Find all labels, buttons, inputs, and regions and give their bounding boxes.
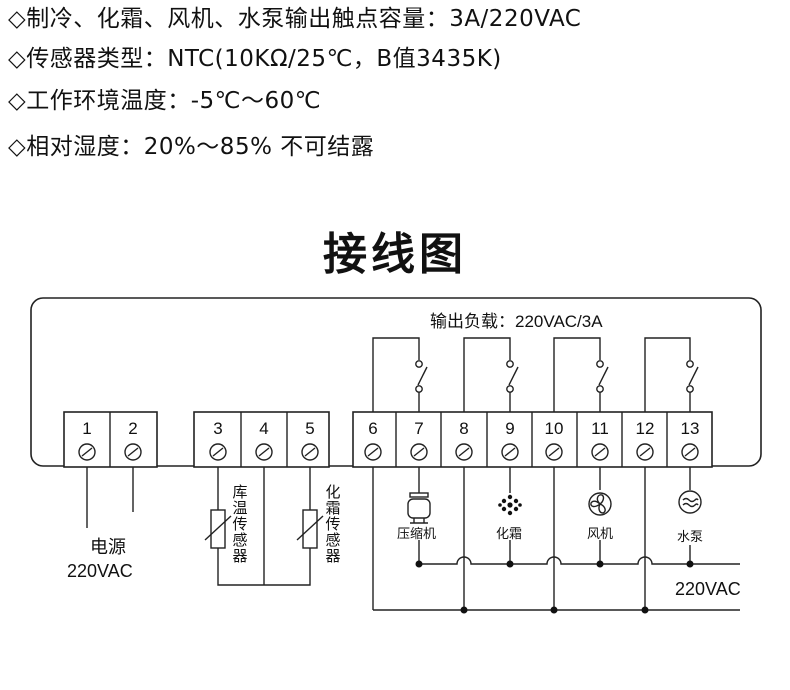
terminal-number: 5: [305, 419, 314, 438]
power-voltage-label: 220VAC: [67, 561, 133, 581]
terminal-screw: [591, 443, 609, 461]
terminal-number: 9: [505, 419, 514, 438]
relay-contact: [644, 337, 699, 412]
terminal-screw: [410, 443, 428, 461]
terminal-dividers: [109, 412, 668, 467]
terminal-number: 8: [459, 419, 468, 438]
terminal-screw: [636, 443, 654, 461]
sensor-label-char: 感: [325, 532, 340, 549]
power-leads: [86, 467, 134, 528]
terminal-number: 7: [414, 419, 423, 438]
load-wiring: [372, 467, 740, 611]
sensor-label-char: 库: [232, 484, 247, 501]
terminal-screw: [78, 443, 96, 461]
terminal-number: 11: [591, 419, 609, 438]
terminal-screw: [255, 443, 273, 461]
terminal-number: 3: [213, 419, 222, 438]
terminal-number: 2: [128, 419, 137, 438]
defrost-label: 化霜: [496, 526, 522, 541]
fan-icon: [588, 492, 612, 516]
spec-sensor-type: ◇传感器类型：NTC(10KΩ/25℃，B值3435K): [8, 46, 502, 72]
terminal-screw: [455, 443, 473, 461]
sensor-label-char: 感: [232, 532, 247, 549]
terminal-screw: [209, 443, 227, 461]
sensor-label-char: 传: [325, 516, 340, 533]
fan-label: 风机: [587, 526, 613, 541]
terminal-screw: [545, 443, 563, 461]
terminal-number: 12: [636, 419, 655, 438]
compressor-label: 压缩机: [397, 526, 436, 541]
line-voltage-label: 220VAC: [675, 579, 741, 599]
sensor-label-char: 化: [325, 484, 340, 501]
terminal-number: 13: [681, 419, 700, 438]
junction-dots: [415, 560, 694, 614]
output-load-label: 输出负载：220VAC/3A: [430, 312, 603, 331]
spec-operating-temperature: ◇工作环境温度：-5℃～60℃: [8, 88, 322, 114]
spec-output-capacity: ◇制冷、化霜、风机、水泵输出触点容量：3A/220VAC: [8, 6, 582, 32]
sensor-label-char: 器: [325, 548, 340, 565]
snowflake-icon: [498, 494, 522, 516]
relay-contact: [463, 337, 519, 412]
sensor-label-char: 器: [232, 548, 247, 565]
terminal-screw: [364, 443, 382, 461]
terminal-screw: [501, 443, 519, 461]
relay-contacts: [372, 337, 699, 412]
terminal-screw: [124, 443, 142, 461]
terminal-screws: [78, 443, 699, 461]
power-label: 电源: [90, 537, 126, 557]
sensor-label-char: 温: [232, 500, 247, 517]
terminal-number: 6: [368, 419, 377, 438]
page-title: 接线图: [323, 229, 467, 280]
spec-relative-humidity: ◇相对湿度：20%～85% 不可结露: [8, 134, 375, 160]
terminal-number: 4: [259, 419, 268, 438]
sensor-label-char: 传: [232, 516, 247, 533]
terminal-screw: [301, 443, 319, 461]
pump-label: 水泵: [677, 529, 703, 544]
pump-icon: [678, 490, 702, 514]
compressor-icon: [407, 492, 431, 524]
terminal-number: 1: [82, 419, 91, 438]
relay-contact: [372, 337, 428, 412]
sensor-label-char: 霜: [325, 500, 340, 517]
relay-contact: [553, 337, 609, 412]
sensor-wiring: [204, 467, 324, 586]
terminal-number: 10: [545, 419, 564, 438]
terminal-screw: [681, 443, 699, 461]
